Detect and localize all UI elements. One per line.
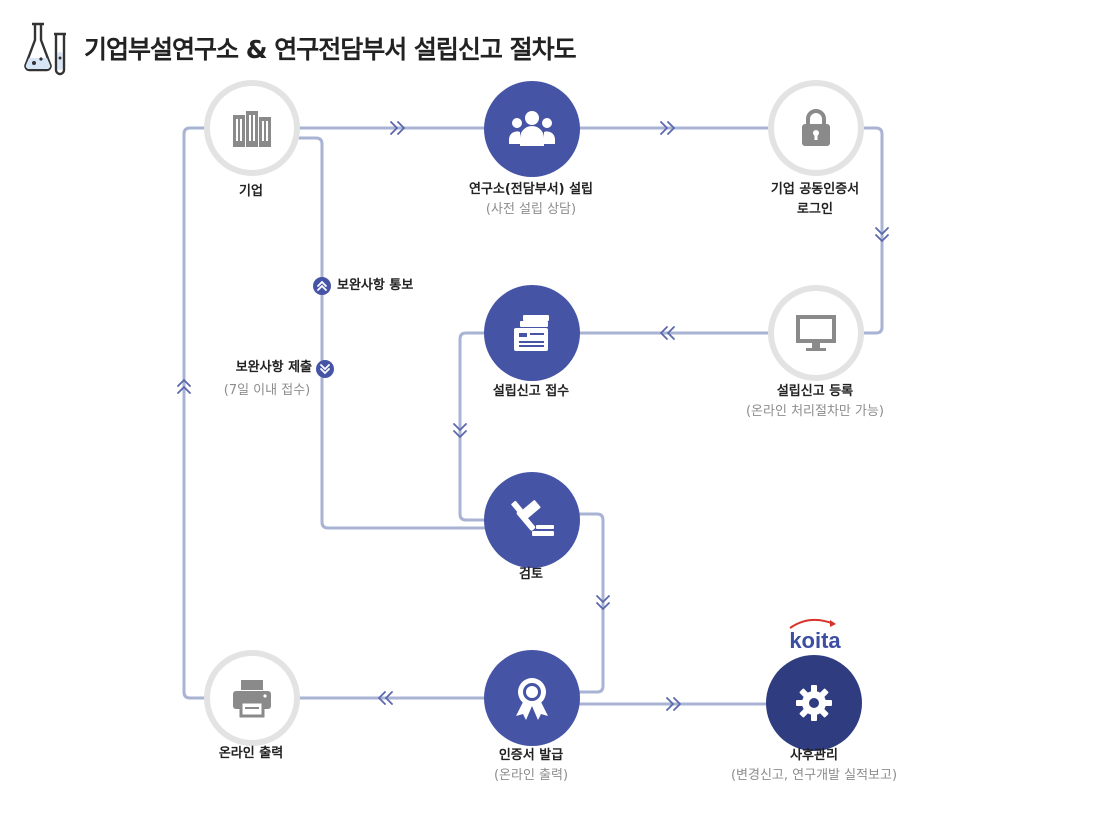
arrow-down-1 (875, 227, 889, 242)
arrow-right-1 (390, 121, 405, 135)
gear-icon (796, 685, 832, 721)
title-bar: 기업부설연구소 & 연구전담부서 설립신고 절차도 (22, 18, 577, 78)
label-company: 기업 (239, 184, 263, 199)
connector-login-register (860, 126, 884, 335)
note-submit-sub: (7일 이내 접수) (223, 383, 311, 398)
notify-up-badge-icon (313, 277, 331, 295)
gavel-icon (511, 500, 554, 536)
label-register: 설립신고 등록 (온라인 처리절차만 가능) (745, 384, 884, 419)
node-company (204, 80, 300, 176)
label-establish: 연구소(전담부서) 설립 (사전 설립 상담) (468, 182, 594, 217)
monitor-icon (796, 315, 836, 351)
connector-review-issue (576, 512, 605, 694)
label-login: 기업 공동인증서 로그인 (770, 182, 860, 217)
connector-receive-review (458, 331, 486, 522)
koita-logo: koita (789, 618, 841, 652)
label-receive: 설립신고 접수 (492, 384, 570, 399)
label-issue: 인증서 발급 (온라인 출력) (493, 748, 569, 783)
node-aftercare (766, 655, 862, 751)
node-print (204, 650, 300, 746)
node-register (768, 285, 864, 381)
arrow-right-2 (660, 121, 675, 135)
arrow-left-1 (660, 326, 675, 340)
label-print: 온라인 출력 (218, 746, 284, 761)
note-notify: 보완사항 통보 (337, 278, 414, 293)
node-login (768, 80, 864, 176)
node-establish (484, 81, 580, 177)
document-stack-icon (514, 315, 549, 351)
label-aftercare: 사후관리 (변경신고, 연구개발 실적보고) (730, 748, 898, 783)
connector-supplement (296, 136, 486, 530)
svg-text:koita: koita (789, 628, 841, 652)
arrow-down-3 (596, 595, 610, 610)
label-review: 검토 (519, 567, 543, 582)
building-icon (233, 111, 271, 147)
connector-print-company (182, 126, 206, 700)
lock-icon (802, 109, 830, 146)
node-issue (484, 650, 580, 746)
node-receive (484, 285, 580, 381)
printer-icon (233, 680, 271, 718)
arrow-right-3 (666, 697, 681, 711)
arrow-left-2 (378, 691, 393, 705)
people-group-icon (509, 111, 555, 146)
lab-flask-icon (24, 22, 66, 76)
note-submit: 보완사항 제출 (235, 360, 312, 375)
node-review (484, 472, 580, 568)
award-ribbon-icon (516, 678, 548, 720)
page-title: 기업부설연구소 & 연구전담부서 설립신고 절차도 (84, 35, 577, 64)
arrow-down-2 (453, 423, 467, 438)
arrow-up-1 (177, 379, 191, 394)
submit-down-badge-icon (316, 360, 334, 378)
